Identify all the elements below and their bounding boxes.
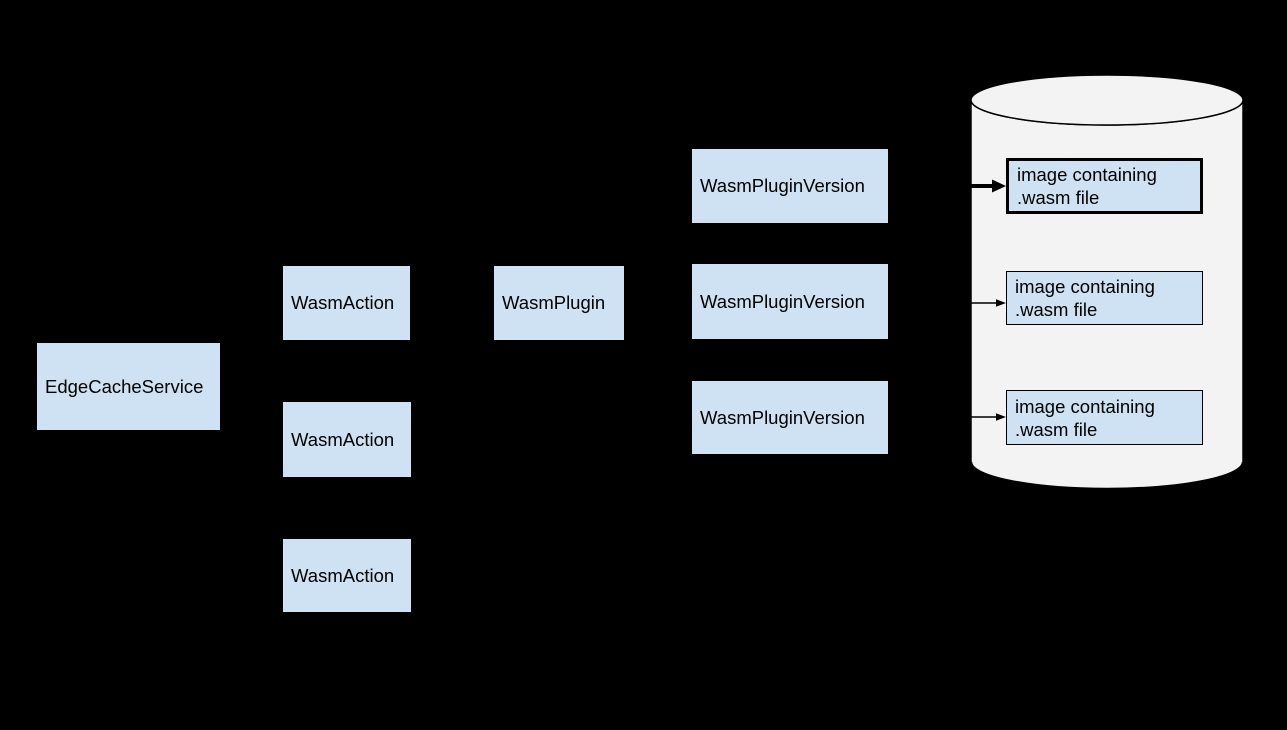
node-wasm-plugin-version-3: WasmPluginVersion [692,381,888,454]
node-wasm-action-1: WasmAction [283,266,410,340]
connector-ecs-wasmaction2 [219,385,284,441]
node-wasm-action-2: WasmAction [283,402,411,477]
connector-wasmplugin-wpv3 [623,302,693,419]
registry-arrows [888,179,1006,421]
node-label: WasmAction [291,428,395,450]
node-wasm-plugin-version-2: WasmPluginVersion [692,264,888,339]
node-label: WasmPlugin [502,292,606,313]
registry-image-3: image containing .wasm file [1006,390,1203,445]
cylinder-top-ellipse [970,74,1244,126]
node-edge-cache-service: EdgeCacheService [37,343,220,430]
connector-ecs-wasmaction3 [219,385,284,577]
node-label: WasmPluginVersion [700,175,865,196]
node-label: WasmAction [291,292,395,313]
node-label: EdgeCacheService [45,375,204,397]
node-label: WasmPluginVersion [700,290,865,312]
cylinder-bottom-arc [969,461,1245,491]
node-wasm-plugin-version-1: WasmPluginVersion [692,149,888,223]
arrowhead-icon [996,413,1006,421]
registry-image-label: image containing .wasm file [1015,276,1155,320]
connector-wasmplugin-wpv1 [623,185,693,304]
registry-image-label: image containing .wasm file [1017,164,1157,208]
registry-image-1: image containing .wasm file [1006,158,1203,214]
hidden-connectors [219,185,693,577]
arrowhead-icon [992,179,1006,193]
registry-image-label: image containing .wasm file [1015,395,1155,440]
connector-ecs-wasmaction1 [219,302,284,387]
node-label: WasmPluginVersion [700,406,865,428]
node-wasm-plugin: WasmPlugin [494,266,624,340]
node-wasm-action-3: WasmAction [283,539,411,612]
registry-image-2: image containing .wasm file [1006,271,1203,325]
arrowhead-icon [996,299,1006,307]
node-label: WasmAction [291,564,395,586]
